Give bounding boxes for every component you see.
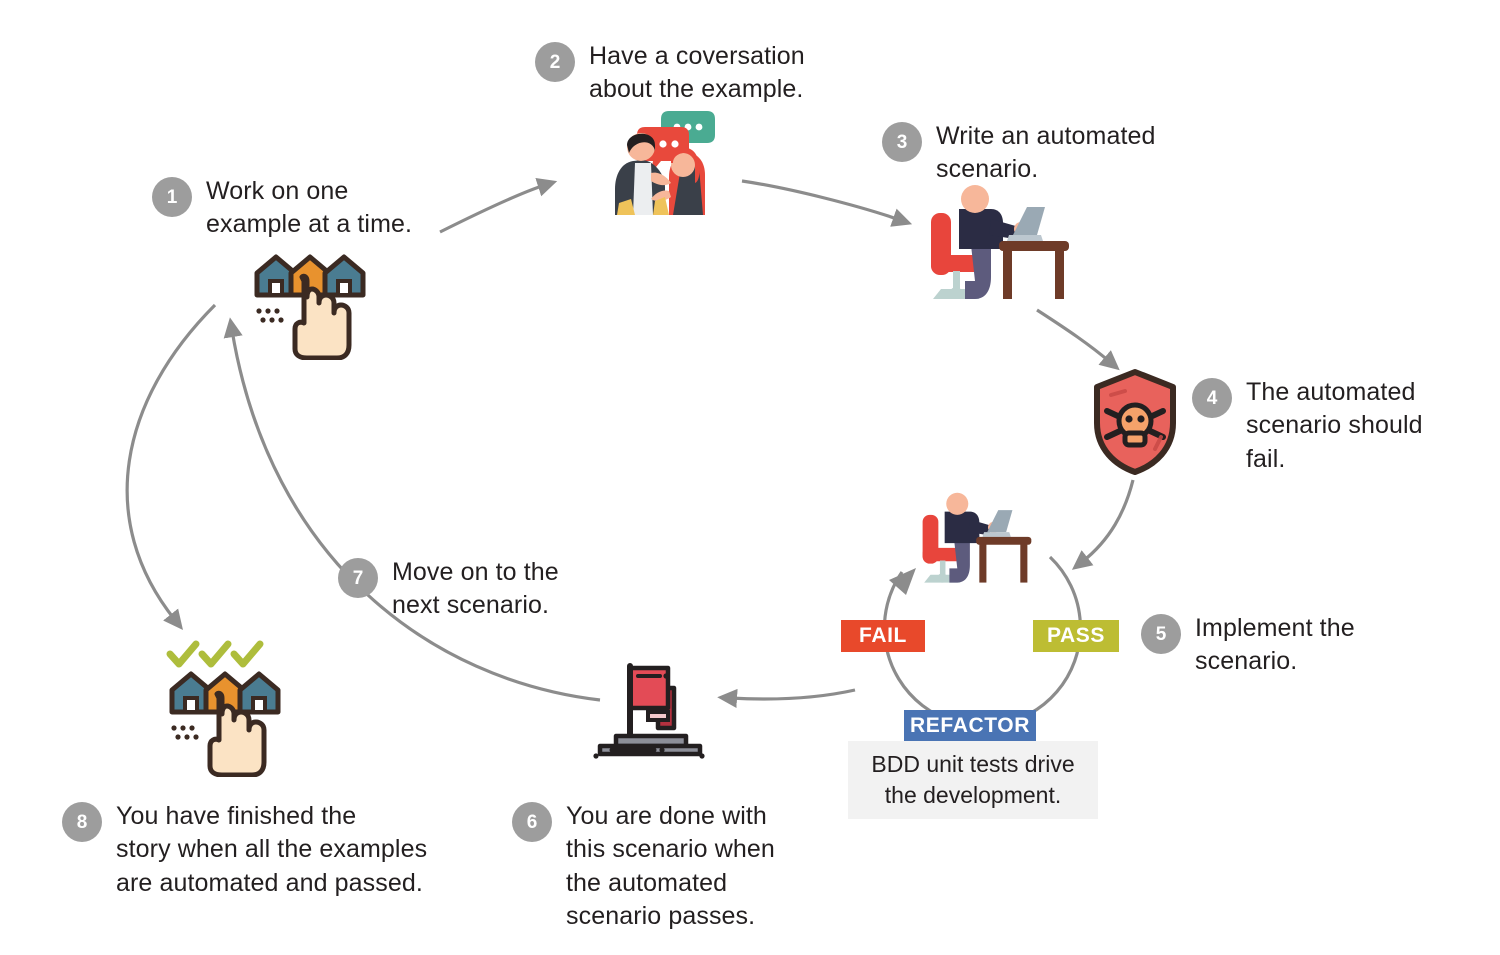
houses-tap-checked-icon — [160, 632, 295, 777]
step-4-text: The automated scenario should fail. — [1246, 378, 1423, 473]
bdd-caption-text: BDD unit tests drive the development. — [871, 750, 1075, 808]
badge-pass: PASS — [1033, 620, 1119, 652]
step-1-text: Work on one example at a time. — [206, 177, 413, 239]
step-7: 7 Move on to the next scenario. — [338, 556, 559, 623]
flag-podium-icon — [592, 650, 707, 760]
bdd-caption-box: BDD unit tests drive the development. — [848, 741, 1098, 819]
step-5-number: 5 — [1141, 614, 1181, 654]
arrow-step2-to-step3 — [741, 179, 913, 227]
person-at-desk-icon — [915, 185, 1080, 310]
badge-fail-label: FAIL — [859, 624, 907, 647]
step-7-text: Move on to the next scenario. — [392, 558, 559, 620]
badge-refactor: REFACTOR — [904, 710, 1036, 742]
houses-tap-icon — [245, 245, 375, 360]
badge-refactor-label: REFACTOR — [910, 714, 1030, 737]
step-3-text: Write an automated scenario. — [936, 122, 1156, 184]
step-4-number: 4 — [1192, 378, 1232, 418]
check-marks — [166, 640, 264, 668]
step-6: 6 You are done with this scenario when t… — [512, 800, 775, 933]
step-7-number: 7 — [338, 558, 378, 598]
step-5-text: Implement the scenario. — [1195, 614, 1355, 676]
badge-fail: FAIL — [841, 620, 925, 652]
cycle-person-at-desk-icon — [910, 492, 1040, 592]
step-3-number: 3 — [882, 122, 922, 162]
step-8: 8 You have finished the story when all t… — [62, 800, 427, 900]
arrow-step5-to-step6 — [717, 688, 856, 708]
step-6-number: 6 — [512, 802, 552, 842]
arrow-step3-to-step4 — [1036, 308, 1120, 371]
step-1-number: 1 — [152, 177, 192, 217]
step-5: 5 Implement the scenario. — [1141, 612, 1355, 679]
step-2-number: 2 — [535, 42, 575, 82]
step-8-text: You have finished the story when all the… — [116, 802, 428, 897]
arrow-step1-to-step2 — [439, 178, 558, 234]
badge-pass-label: PASS — [1046, 624, 1106, 647]
arrow-step4-to-step5 — [1071, 479, 1135, 570]
step-1: 1 Work on one example at a time. — [152, 175, 412, 242]
step-6-text: You are done with this scenario when the… — [566, 802, 775, 930]
step-2: 2 Have a coversation about the example. — [535, 40, 805, 107]
shield-bug-icon — [1085, 367, 1185, 477]
step-3: 3 Write an automated scenario. — [882, 120, 1156, 187]
step-8-number: 8 — [62, 802, 102, 842]
step-4: 4 The automated scenario should fail. — [1192, 376, 1423, 476]
step-2-text: Have a coversation about the example. — [589, 42, 805, 104]
arrow-step1-to-step8 — [125, 303, 217, 631]
conversation-icon — [595, 105, 720, 215]
